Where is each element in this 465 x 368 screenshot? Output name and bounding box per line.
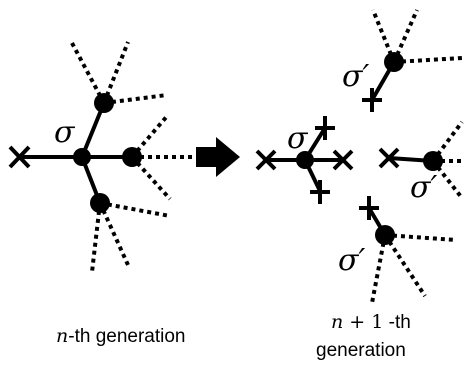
nodes [296,52,443,245]
cross-icon [362,88,382,112]
cross-icon [315,116,335,140]
dotted-edge [98,202,130,266]
next-generation-caption-line2: generation [316,340,406,361]
dotted-edge [383,233,427,298]
sigma-prime-label: σ′ [410,170,437,205]
dotted-edge [370,234,387,304]
sigma-prime-node [423,151,443,171]
child-node [90,193,110,213]
caption-math-n: n [56,325,68,347]
caption-math-n: n [331,311,343,333]
sigma-label: σ [54,115,76,150]
cross-icon [378,147,400,169]
cross-icon [310,180,330,204]
caption-plus-one: + 1 [343,311,383,333]
next-generation-trees: σ σ′ σ′ σ′ [255,9,464,304]
dotted-edge [103,93,168,105]
nth-generation-tree: σ [8,41,198,273]
nodes [73,93,142,213]
caption-text: -th [383,312,410,333]
dotted-edge [384,233,457,242]
dotted-edge [99,201,171,218]
dotted-edge [70,42,106,104]
cross-icon [255,149,277,171]
caption-text: -th generation [68,326,185,347]
cross-icon [332,149,354,171]
right-arrow-icon [196,137,240,177]
root-node [296,151,314,169]
dotted-edge [102,41,130,104]
cross-icon [359,196,379,220]
root-node [73,148,91,166]
child-node [122,147,142,167]
sigma-prime-node [384,52,404,72]
sigma-label: σ [287,121,309,156]
child-node [94,93,114,113]
sigma-prime-label: σ′ [338,243,365,278]
cross-icons [255,88,400,220]
nth-generation-caption: n-th generation [56,325,186,347]
dotted-edge [90,202,102,273]
cross-icon [8,145,31,169]
next-generation-caption-line1: n + 1 -th [331,311,411,333]
sigma-prime-label: σ′ [342,59,369,94]
dotted-edge [393,56,463,64]
sigma-prime-node [375,225,395,245]
